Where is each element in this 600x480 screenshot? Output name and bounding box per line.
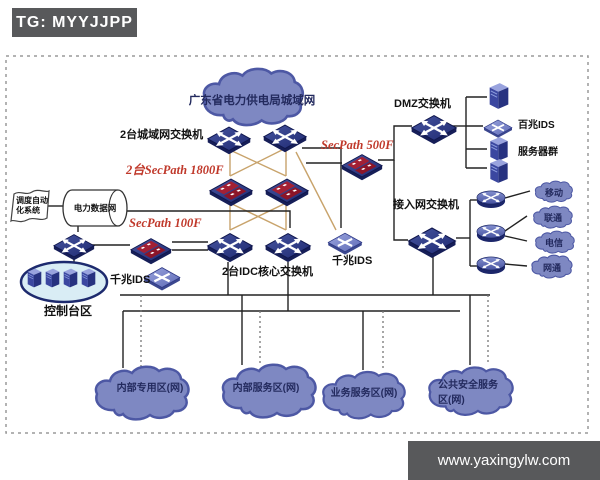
control-server-icon [45,268,60,288]
zone-internal-dedicated-label: 内部专用区(网) [116,383,184,394]
core-switch-1-icon [206,232,254,264]
control-server-icon [81,268,96,288]
man-cloud-label: 广东省电力供电局城域网 [188,95,316,107]
telegram-watermark-badge: TG: MYYJJPP [12,8,137,37]
gigabit-ids-right-label: 千兆IDS [332,255,373,267]
power-data-network-label: 电力数据网 [73,203,117,213]
secpath-1800f-1-icon [209,178,253,207]
access-router-1-icon [476,190,506,209]
fast-ids-icon [483,118,513,139]
mesh-lines [229,147,337,231]
dispatch-system-label: 调度自动化系统 [16,196,48,215]
secpath-100f-icon [130,238,172,265]
server-cluster-label: 服务器群 [518,147,558,158]
diagram-border [5,55,589,434]
access-switch-label: 接入网交换机 [393,199,459,211]
control-zone-label: 控制台区 [44,304,93,318]
core-switch-2-icon [264,232,312,264]
control-server-icon [63,268,78,288]
man-switches-label: 2台城域网交换机 [120,129,204,141]
access-router-3-icon [476,256,506,275]
zone-business-service-label: 业务服务区(网) [330,388,398,399]
zone-public-security-label: 公共安全服务区(网) [438,380,498,406]
control-server-icon [27,268,42,288]
dmz-server-2-icon [489,136,509,162]
man-switch-1-icon [206,125,252,156]
isp-cloud-mobile-label: 移动 [544,188,563,198]
fast-ids-label: 百兆IDS [518,120,555,131]
dmz-switch-icon [410,114,458,146]
backup-link-lines [140,295,489,369]
gigabit-ids-right-icon [327,232,363,256]
access-router-2-icon [476,224,506,243]
gigabit-ids-left-label: 千兆IDS [110,274,151,286]
website-watermark-bar: www.yaxingylw.com [408,441,600,480]
dmz-server-3-icon [489,158,509,184]
dmz-switch-label: DMZ交换机 [394,98,451,110]
isp-cloud-unicom-label: 联通 [543,213,562,223]
connection-lines [48,96,531,370]
dispatch-switch-icon [52,233,96,262]
dispatch-system-banner [10,189,50,223]
access-switch-icon [407,226,457,260]
man-switch-2-icon [262,123,308,154]
secpath-500f-label: SecPath 500F [321,138,394,152]
dmz-server-1-icon [489,82,509,110]
power-data-network-cylinder [62,189,128,227]
core-switches-label: 2台IDC核心交换机 [222,266,314,278]
secpath-1800f-label: 2台SecPath 1800F [126,163,224,177]
isp-cloud-netcom-label: 网通 [542,263,561,273]
secpath-500f-icon [341,154,383,181]
secpath-100f-label: SecPath 100F [129,216,202,230]
secpath-1800f-2-icon [265,178,309,207]
isp-cloud-telecom-label: 电信 [544,238,563,248]
zone-internal-service-label: 内部服务区(网) [232,383,300,394]
